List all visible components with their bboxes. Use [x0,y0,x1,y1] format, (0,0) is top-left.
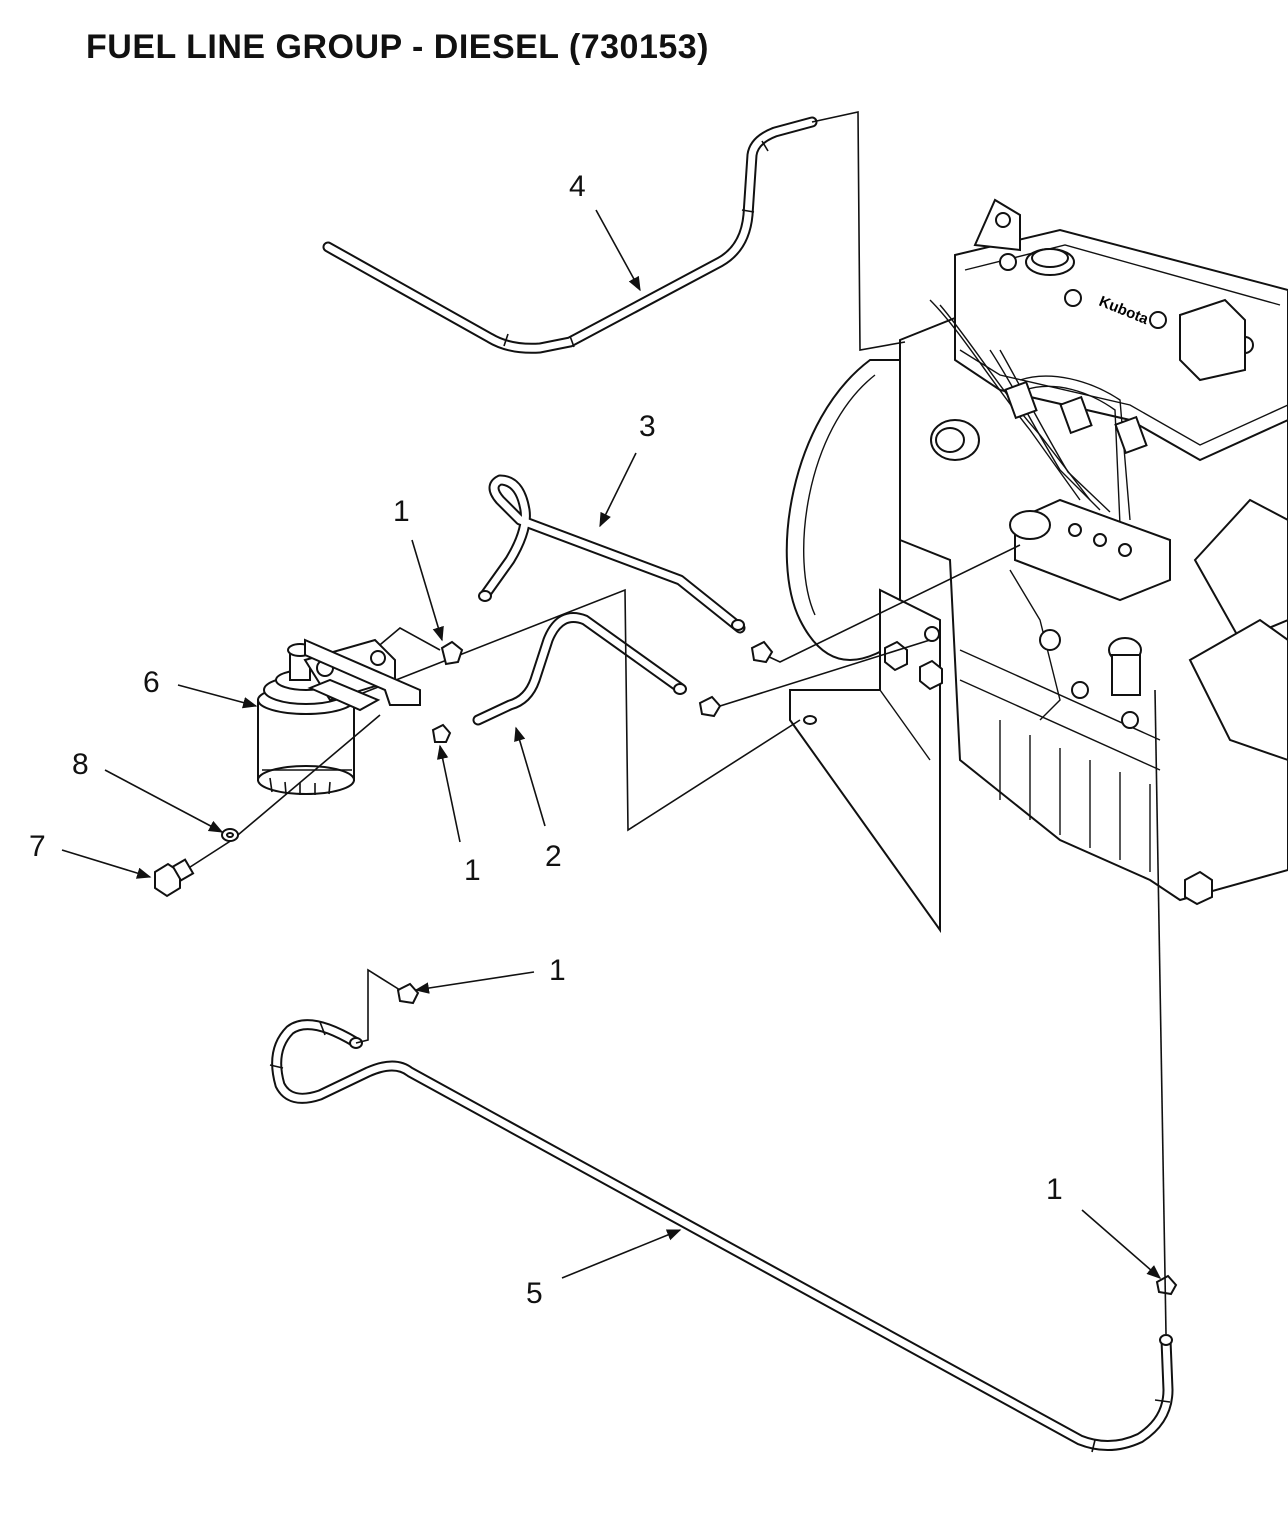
callout-5: 5 [526,1277,543,1310]
callout-1-lower: 1 [549,954,566,987]
leader-line-bracket [344,588,801,832]
callout-arrow-8 [104,769,224,833]
engine-assembly: Kubota [785,198,1288,934]
callout-2: 2 [545,840,562,873]
callout-6: 6 [143,666,160,699]
callout-arrow-7 [61,849,152,879]
hose-clamp-1d [698,695,722,718]
leader-line-5-upper [355,968,401,1044]
callout-4: 4 [569,170,586,203]
fuel-line-3 [478,474,746,634]
callout-arrow-1d [1081,1209,1162,1279]
filter-tab [307,678,381,712]
callout-1-mid: 1 [464,854,481,887]
leader-line-5-lower [1154,689,1167,1335]
callout-arrow-4 [595,209,641,292]
callout-3: 3 [639,410,656,443]
bolt-7 [154,858,195,898]
filter-bracket [304,638,421,706]
callout-1-right: 1 [1046,1173,1063,1206]
callout-arrow-2 [514,726,546,827]
fuel-line-5 [269,1019,1174,1453]
callout-7: 7 [29,830,46,863]
hose-clamp-1a [440,640,464,666]
hose-clamp-1c [750,640,774,664]
callout-arrow-3 [599,452,637,528]
leader-line-3 [764,544,1021,663]
hose-clamp-1e [396,982,420,1005]
callout-arrow-1b [437,744,461,843]
callout-1-upper: 1 [393,495,410,528]
washer-8 [221,828,239,842]
hose-clamp-1f [1155,1274,1178,1296]
callout-arrow-5 [561,1229,682,1279]
page-title: FUEL LINE GROUP - DIESEL (730153) [86,28,710,66]
leader-line-4 [811,111,906,351]
callout-8: 8 [72,748,89,781]
fuel-line-4 [322,116,818,354]
hose-clamp-1b [431,723,452,743]
fuel-line-2 [472,612,687,726]
callout-arrow-6 [177,684,258,709]
callout-arrow-1c [414,971,535,994]
callout-arrow-1a [411,539,444,642]
